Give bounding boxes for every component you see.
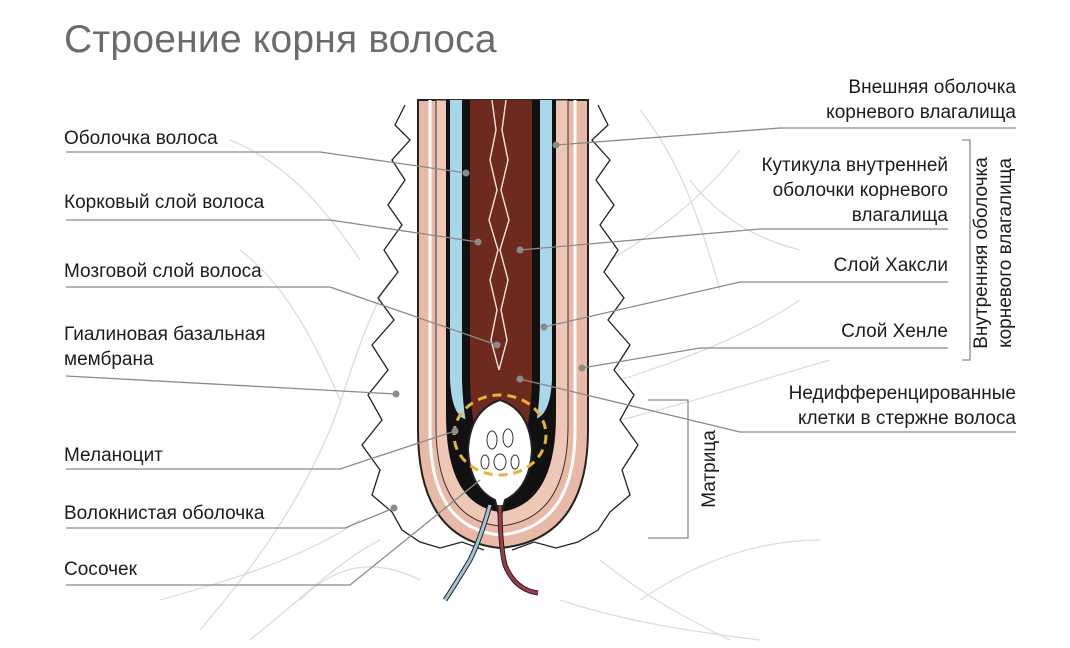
label-inner-sheath-1: Внутренняя оболочка — [971, 157, 992, 349]
hair-cortex — [470, 100, 532, 470]
label-undiff-1: Недифференцированные — [788, 383, 1016, 404]
label-melanocyte: Меланоцит — [64, 445, 163, 466]
label-hair-sheath: Оболочка волоса — [64, 128, 218, 149]
label-henle: Слой Хенле — [841, 321, 948, 342]
leader-lines — [65, 127, 1016, 586]
label-hyaline-membrane-1: Гиалиновая базальная — [64, 324, 266, 345]
label-cuticle-3: влагалища — [851, 205, 948, 226]
label-cuticle-1: Кутикула внутренней — [761, 155, 948, 176]
label-cuticle-2: оболочки корневого — [772, 180, 948, 201]
label-fibrous-sheath: Волокнистая оболочка — [64, 503, 265, 524]
label-inner-sheath-2: корневого влагалища — [995, 158, 1016, 348]
label-medulla: Мозговой слой волоса — [64, 261, 262, 282]
fibrous-sheath-jagged — [361, 104, 639, 551]
label-inner-sheath-vertical: Внутренняя оболочка корневого влагалища — [970, 153, 1020, 353]
label-hyaline-membrane-2: мембрана — [64, 349, 154, 370]
matrix-bracket — [648, 399, 689, 539]
label-matrix: Матрица — [699, 430, 720, 508]
label-outer-sheath-1: Внешняя оболочка — [848, 77, 1016, 98]
melanocyte-ring — [452, 393, 548, 477]
label-cortex: Корковый слой волоса — [64, 192, 265, 213]
inner-sheath-bracket — [962, 139, 971, 361]
page-title: Строение корня волоса — [64, 18, 497, 61]
label-outer-sheath-2: корневого влагалища — [826, 102, 1016, 123]
label-undiff-2: клетки в стержне волоса — [798, 408, 1016, 429]
dermis-fibers — [159, 109, 831, 641]
marker-dots — [390, 141, 586, 512]
hair-medulla — [488, 99, 510, 371]
label-huxley: Слой Хаксли — [833, 255, 948, 276]
label-papilla: Сосочек — [64, 559, 137, 580]
